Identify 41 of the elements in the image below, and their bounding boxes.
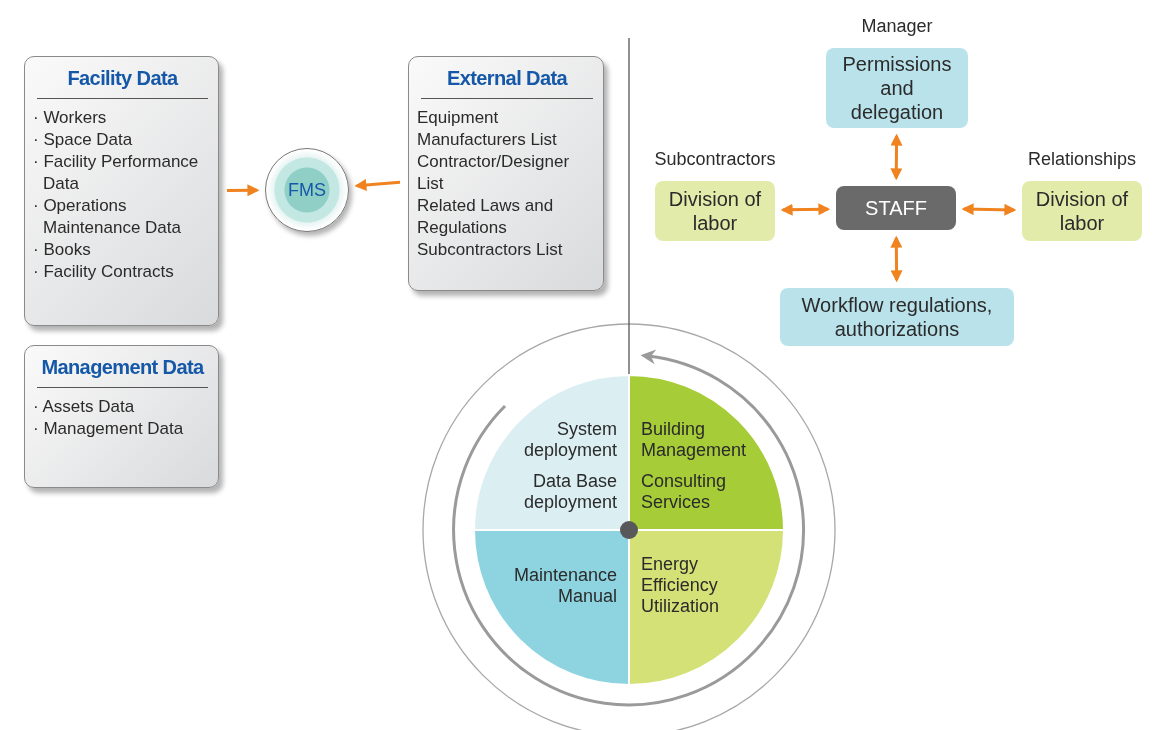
- segment-label: Energy Efficiency Utilization: [641, 554, 721, 617]
- data-card: [24, 345, 219, 488]
- list-item: Related Laws and Regulations: [417, 195, 555, 239]
- arrow: [890, 133, 903, 181]
- list-item: Equipment Manufacturers List: [417, 107, 558, 151]
- role-box: [836, 186, 956, 230]
- list-item: · Space Data: [33, 129, 134, 151]
- list-item: · Assets Data: [33, 396, 136, 418]
- list-item: · Operations Maintenance Data: [33, 195, 182, 239]
- list-item: Contractor/Designer List: [417, 151, 571, 195]
- list-item: · Management Data: [33, 418, 185, 440]
- segment-label: Maintenance Manual: [512, 565, 617, 607]
- data-card: [24, 56, 219, 326]
- arrow: [227, 184, 260, 197]
- list-item: · Facility Performance Data: [33, 151, 200, 195]
- role-box: [780, 288, 1014, 346]
- segment-label: Consulting Services: [641, 471, 728, 513]
- arrow: [354, 179, 401, 192]
- list-item: · Workers: [33, 107, 108, 129]
- arrow: [780, 203, 831, 216]
- card-heading: Management Data: [37, 356, 208, 388]
- card-heading: Facility Data: [37, 67, 208, 99]
- arrow: [961, 203, 1017, 216]
- data-card: [408, 56, 604, 291]
- segment-label: System deployment: [522, 419, 617, 461]
- hub-label: FMS: [288, 179, 326, 201]
- box-label: Permissions and delegation: [841, 52, 953, 124]
- role-heading: Manager: [860, 15, 934, 38]
- segment-label: Building Management: [641, 419, 748, 461]
- list-item: Subcontractors List: [417, 239, 564, 261]
- role-heading: Relationships: [1026, 148, 1138, 171]
- box-label: Workflow regulations, authorizations: [800, 293, 994, 341]
- role-heading: Subcontractors: [653, 148, 777, 171]
- list-item: · Facility Contracts: [33, 261, 175, 283]
- box-label: Division of labor: [667, 187, 763, 235]
- card-heading: External Data: [421, 67, 593, 99]
- box-label: Division of labor: [1034, 187, 1130, 235]
- segment-label: Data Base deployment: [522, 471, 617, 513]
- arrow: [890, 235, 903, 283]
- list-item: · Books: [33, 239, 92, 261]
- box-label: STAFF: [864, 196, 928, 220]
